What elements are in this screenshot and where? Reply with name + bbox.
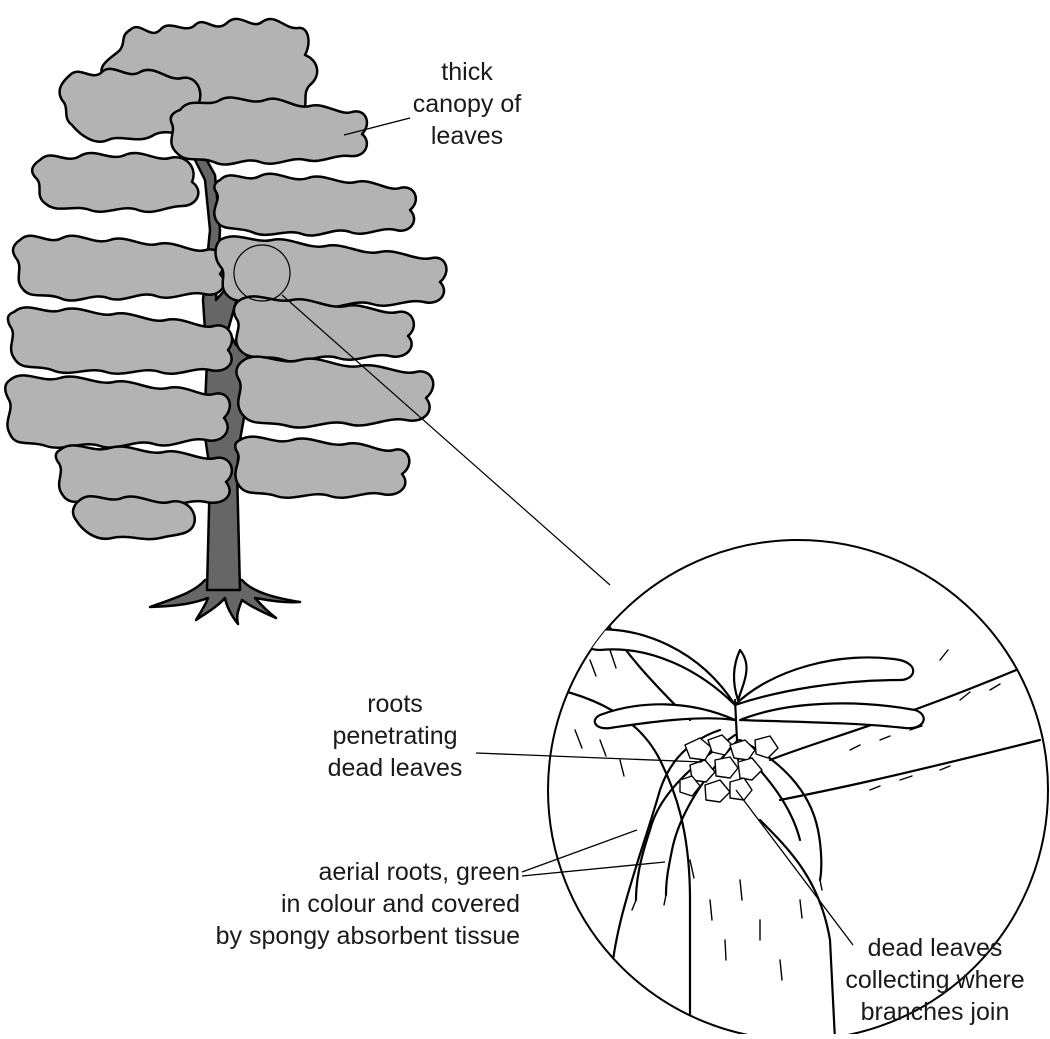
label-line: leaves [412,120,522,152]
canopy-lobe [5,375,230,447]
canopy-lobe [8,307,232,373]
label-line: branches join [820,996,1050,1028]
canopy-lobe [236,357,433,428]
canopy-lobe [214,174,416,236]
label-canopy: thick canopy of leaves [412,56,522,152]
label-line: dead leaves [300,752,490,784]
tree-canopy [5,19,446,539]
canopy-lobe [171,97,367,164]
label-roots-penetrating: roots penetrating dead leaves [300,688,490,784]
zoom-connector-line [282,295,610,585]
label-line: collecting where [820,964,1050,996]
label-line: roots [300,688,490,720]
canopy-lobe [56,445,232,505]
tree [5,19,446,624]
canopy-lobe [13,236,224,301]
label-line: aerial roots, green [200,856,520,888]
zoom-connector-line [290,283,612,588]
label-line: by spongy absorbent tissue [200,920,520,952]
label-line: canopy of [412,88,522,120]
canopy-lobe [73,496,195,539]
label-line: dead leaves [820,932,1050,964]
canopy-lobe [32,153,198,212]
label-line: penetrating [300,720,490,752]
label-line: thick [412,56,522,88]
canopy-lobe [235,437,409,498]
label-line: in colour and covered [200,888,520,920]
label-dead-leaves: dead leaves collecting where branches jo… [820,932,1050,1028]
label-aerial-roots: aerial roots, green in colour and covere… [200,856,520,952]
